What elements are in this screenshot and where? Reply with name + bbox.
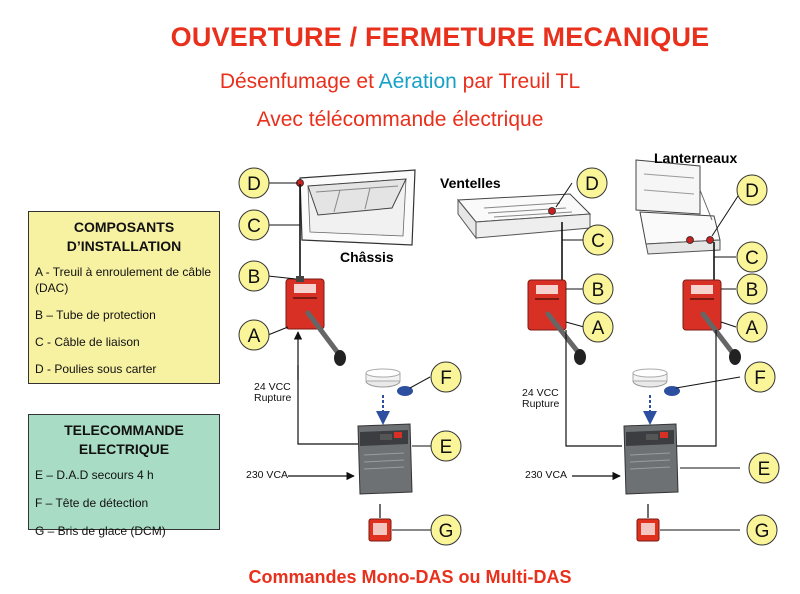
telecommande-item-g: G – Bris de glace (DCM) [35,524,166,538]
subtitle-part-2: par Treuil TL [456,70,581,93]
smoke-detector [365,368,413,396]
svg-text:A: A [746,318,759,339]
leader-b-left [267,275,297,280]
ventelles-label: Ventelles [440,175,501,191]
letter-circle-a-left: A [238,319,270,351]
subtitle-accent: Aération [378,70,457,93]
composants-heading: COMPOSANTS D’INSTALLATION [29,218,219,256]
winch-device [285,276,346,366]
letter-circle-b-right: B [736,273,768,305]
letter-circle-c-left: C [238,209,270,241]
svg-text:E: E [758,459,771,480]
leader-d-mid [555,182,573,208]
wire-24vcc [676,330,717,447]
subtitle-part-1: Désenfumage et [219,70,379,93]
ventelles-unit [456,193,592,240]
vcc-line1: 24 VCC [254,381,291,393]
wire-24vcc [297,365,358,445]
chassis-label: Châssis [340,249,394,265]
vcc-line1: 24 VCC [522,387,559,399]
composant-item-a: A - Treuil à enroulement de câble (DAC) [35,265,212,295]
wire-24vcc [565,330,622,447]
pulley-icon [706,236,714,244]
break-glass-dcm [636,518,660,542]
lanterneau-unit [635,159,721,255]
composants-heading-line2: D’INSTALLATION [66,238,182,254]
telecommande-heading: TELECOMMANDE ELECTRIQUE [29,421,219,459]
svg-text:C: C [247,216,261,237]
winch-device [682,279,741,365]
leader-f-right [675,376,741,389]
letter-circle-b-mid: B [582,273,614,305]
svg-text:F: F [440,368,452,389]
letter-circle-d-mid: D [576,167,608,199]
telecommande-item-f: F – Tête de détection [35,496,149,510]
subtitle-line-1: Désenfumage et Aération par Treuil TL [0,70,800,94]
letter-circle-e-left: E [430,430,462,462]
composants-list: A - Treuil à enroulement de câble (DAC) … [29,264,219,377]
leader-a-right [720,321,737,328]
vcc-label-left: 24 VCC Rupture [254,382,291,404]
telecommande-list: E – D.A.D secours 4 h F – Tête de détect… [29,467,219,539]
composant-item-c: C - Câble de liaison [35,335,140,349]
letter-circle-b-left: B [238,260,270,292]
break-glass-dcm [368,518,392,542]
letter-circle-d-right: D [736,174,768,206]
chassis-window [299,169,416,246]
lanterneaux-label: Lanterneaux [654,150,737,166]
leader-f-left [409,376,431,389]
winch-device [527,279,586,365]
svg-text:C: C [745,248,759,269]
svg-text:B: B [248,267,261,288]
letter-circle-f-right: F [744,361,776,393]
vcc-line2: Rupture [522,398,560,410]
pulley-icon [686,236,694,244]
svg-text:C: C [591,231,605,252]
letter-circle-d-left: D [238,167,270,199]
telecommande-item-e: E – D.A.D secours 4 h [35,468,154,482]
telecommande-heading-line2: ELECTRIQUE [78,441,170,457]
letter-circle-a-right: A [736,311,768,343]
letter-circle-c-mid: C [582,224,614,256]
letter-circle-c-right: C [736,241,768,273]
svg-text:A: A [248,326,261,347]
page-title: OUVERTURE / FERMETURE MECANIQUE [170,22,710,52]
composant-item-b: B – Tube de protection [35,308,156,322]
smoke-detector [632,368,680,396]
letter-circle-g-left: G [430,514,462,546]
footer-caption: Commandes Mono-DAS ou Multi-DAS [248,567,572,587]
svg-text:G: G [439,521,454,542]
svg-text:D: D [585,174,599,195]
letter-circle-g-right: G [746,514,778,546]
vcc-label-right: 24 VCC Rupture [522,388,559,410]
dad-cabinet [357,423,413,495]
composants-box: COMPOSANTS D’INSTALLATION A - Treuil à e… [28,211,220,384]
leader-a-left [267,326,289,336]
svg-text:B: B [746,280,759,301]
svg-text:F: F [754,368,766,389]
svg-text:E: E [440,437,453,458]
subtitle-line-2: Avec télécommande électrique [256,108,544,131]
letter-circle-a-mid: A [582,311,614,343]
leader-a-mid [565,321,585,328]
vcc-line2: Rupture [254,392,292,404]
telecommande-heading-line1: TELECOMMANDE [64,422,184,438]
letter-circle-f-left: F [430,361,462,393]
dad-cabinet [623,423,679,495]
svg-text:B: B [592,280,605,301]
svg-text:D: D [247,174,261,195]
leader-d-right [711,195,739,237]
composant-item-d: D - Poulies sous carter [35,362,157,376]
vca-label-left: 230 VCA [246,469,289,481]
svg-text:A: A [592,318,605,339]
svg-text:D: D [745,181,759,202]
pulley-icon [548,207,556,215]
svg-text:G: G [755,521,770,542]
vca-label-right: 230 VCA [525,469,568,481]
composants-heading-line1: COMPOSANTS [73,219,175,235]
letter-circle-e-right: E [748,452,780,484]
telecommande-box: TELECOMMANDE ELECTRIQUE E – D.A.D secour… [28,414,220,538]
